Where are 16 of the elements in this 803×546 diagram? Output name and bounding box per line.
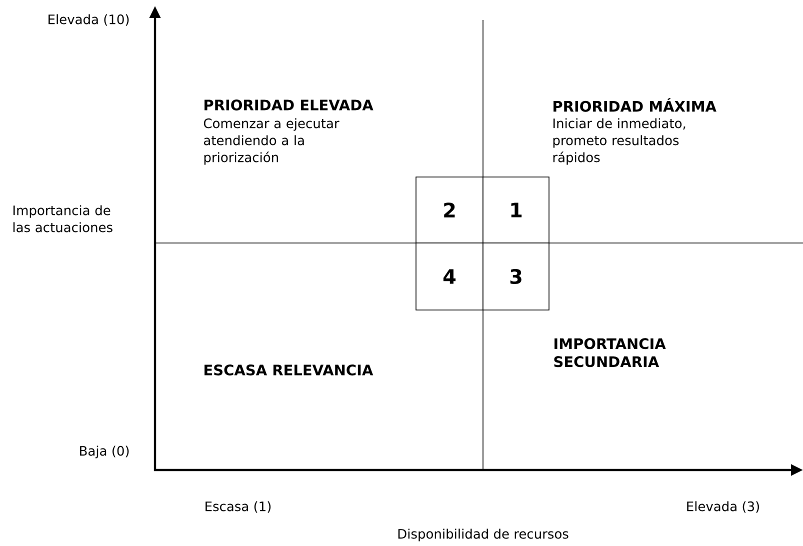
- number-box: 3: [482, 242, 550, 310]
- quadrant-text: Iniciar de inmediato, prometo resultados rápidos: [553, 118, 686, 165]
- quadrant-heading: IMPORTANCIA SECUNDARIA: [554, 338, 666, 368]
- axis-title: Disponibilidad de recursos: [398, 528, 568, 542]
- axis-label: Baja (0): [80, 446, 129, 458]
- number-box: 2: [416, 176, 484, 244]
- axis-label: Escasa (1): [206, 501, 271, 513]
- axis-title: Importancia de las actuaciones: [13, 205, 112, 232]
- axis-label: Elevada (10): [48, 14, 129, 26]
- axis-label: Elevada (3): [687, 501, 759, 513]
- quadrant-heading: PRIORIDAD MÁXIMA: [554, 98, 716, 112]
- number-box: 4: [416, 242, 484, 310]
- quadrant-heading: PRIORIDAD ELEVADA: [204, 100, 374, 110]
- quadrant-text: Comenzar a ejecutar atendiendo a la priorización: [204, 118, 340, 165]
- number-box: 1: [482, 176, 550, 244]
- quadrant-heading: ESCASA RELEVANCIA: [204, 364, 374, 376]
